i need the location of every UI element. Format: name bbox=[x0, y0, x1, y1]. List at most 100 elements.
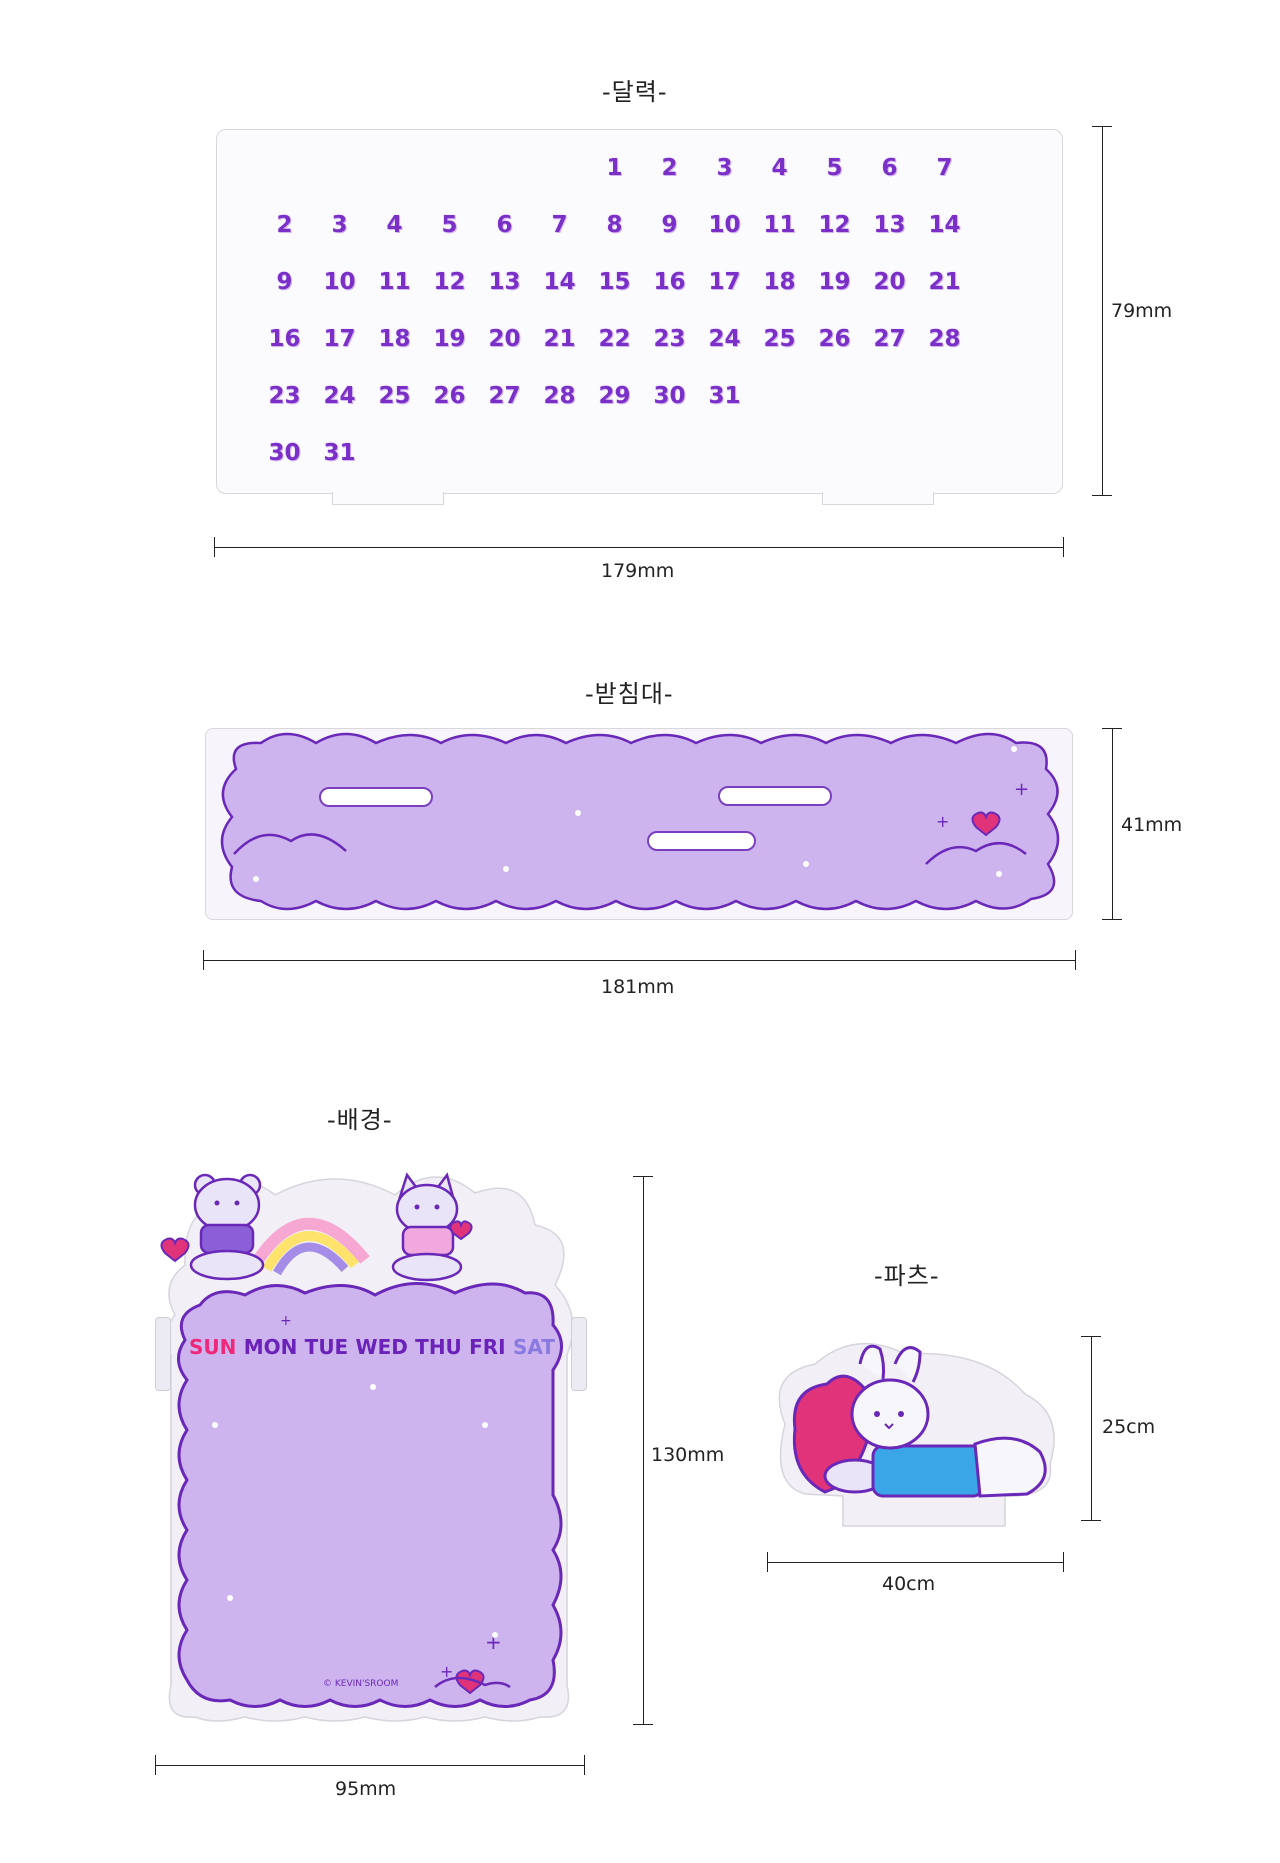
calendar-date-number: 3 bbox=[716, 155, 733, 181]
calendar-date-number bbox=[422, 140, 477, 197]
calendar-date-number: 7 bbox=[936, 155, 953, 181]
background-height-dimension-line bbox=[643, 1176, 644, 1725]
calendar-date-number bbox=[367, 425, 422, 482]
parts-width-tick-right bbox=[1063, 1552, 1064, 1572]
stand-height-label: 41mm bbox=[1121, 814, 1183, 836]
calendar-date-number: 9 bbox=[276, 269, 293, 295]
calendar-date-number: 5 bbox=[826, 155, 843, 181]
parts-height-dimension-line bbox=[1091, 1336, 1092, 1521]
background-heart-icon-left bbox=[160, 1237, 190, 1263]
stand-height-tick-top bbox=[1102, 728, 1122, 729]
calendar-date-number: 19 bbox=[818, 269, 851, 295]
stand-cloud-illustration: + + bbox=[220, 732, 1060, 911]
calendar-date-number: 4 bbox=[771, 155, 788, 181]
bunny-blue-shirt bbox=[871, 1444, 985, 1498]
calendar-date-number: 12 bbox=[818, 212, 851, 238]
calendar-title: -달력- bbox=[602, 78, 668, 106]
calendar-date-number: 6 bbox=[881, 155, 898, 181]
background-height-label: 130mm bbox=[651, 1444, 725, 1466]
calendar-date-number bbox=[752, 368, 807, 425]
background-heart-icon-bottom bbox=[455, 1669, 485, 1695]
calendar-date-number bbox=[312, 140, 367, 197]
parts-acrylic-piece bbox=[765, 1334, 1065, 1534]
rainbow-pink-band bbox=[249, 1217, 370, 1269]
calendar-date-number bbox=[642, 425, 697, 482]
calendar-date-number: 21 bbox=[928, 269, 961, 295]
stand-width-tick-left bbox=[203, 950, 204, 970]
bear-character bbox=[189, 1173, 265, 1281]
stand-heart-icon bbox=[971, 811, 1001, 837]
calendar-date-number: 26 bbox=[433, 383, 466, 409]
calendar-date-number bbox=[367, 140, 422, 197]
calendar-date-number: 30 bbox=[653, 383, 686, 409]
calendar-date-number bbox=[752, 425, 807, 482]
calendar-date-number: 13 bbox=[488, 269, 521, 295]
background-illustration: + + + bbox=[160, 1172, 574, 1722]
calendar-date-number: 11 bbox=[763, 212, 796, 238]
stand-acrylic-panel: + + bbox=[205, 728, 1073, 920]
calendar-tab-left bbox=[332, 492, 444, 505]
calendar-date-number: 22 bbox=[598, 326, 631, 352]
calendar-width-label: 179mm bbox=[601, 560, 675, 582]
calendar-date-number: 25 bbox=[378, 383, 411, 409]
calendar-date-number bbox=[587, 425, 642, 482]
calendar-date-number: 15 bbox=[598, 269, 631, 295]
calendar-width-dimension-line bbox=[214, 547, 1064, 548]
calendar-date-number: 12 bbox=[433, 269, 466, 295]
background-clip-left bbox=[155, 1317, 171, 1391]
calendar-date-number bbox=[972, 368, 1027, 425]
background-height-tick-bottom bbox=[633, 1724, 653, 1725]
calendar-date-number bbox=[972, 425, 1027, 482]
stand-sparkle-icon: + bbox=[1014, 779, 1029, 800]
background-width-tick-left bbox=[155, 1755, 156, 1775]
parts-width-dimension-line bbox=[767, 1562, 1064, 1563]
calendar-date-number: 2 bbox=[276, 212, 293, 238]
calendar-date-number: 23 bbox=[653, 326, 686, 352]
calendar-date-number: 7 bbox=[551, 212, 568, 238]
stand-slot-left bbox=[319, 787, 433, 807]
calendar-height-tick-bottom bbox=[1092, 495, 1112, 496]
calendar-date-number: 9 bbox=[661, 212, 678, 238]
parts-width-label: 40cm bbox=[882, 1573, 936, 1595]
calendar-date-number bbox=[972, 197, 1027, 254]
calendar-date-number: 24 bbox=[323, 383, 356, 409]
weekday-label-wed: WED bbox=[355, 1335, 408, 1359]
calendar-date-number bbox=[532, 425, 587, 482]
calendar-date-number: 23 bbox=[268, 383, 301, 409]
calendar-date-number: 13 bbox=[873, 212, 906, 238]
calendar-date-number bbox=[807, 368, 862, 425]
copyright-text: © KEVIN'SROOM bbox=[323, 1679, 399, 1689]
calendar-date-number bbox=[972, 254, 1027, 311]
calendar-date-number: 14 bbox=[928, 212, 961, 238]
calendar-date-number bbox=[477, 140, 532, 197]
calendar-date-number: 24 bbox=[708, 326, 741, 352]
stand-height-tick-bottom bbox=[1102, 919, 1122, 920]
calendar-date-number: 26 bbox=[818, 326, 851, 352]
calendar-date-number: 10 bbox=[323, 269, 356, 295]
parts-title: -파츠- bbox=[874, 1262, 940, 1290]
calendar-height-tick-top bbox=[1092, 126, 1112, 127]
calendar-width-tick-right bbox=[1063, 537, 1064, 557]
background-sparkle-icon-3: + bbox=[280, 1313, 292, 1329]
calendar-date-number: 27 bbox=[488, 383, 521, 409]
rainbow-yellow-band bbox=[262, 1231, 359, 1272]
calendar-date-number bbox=[862, 425, 917, 482]
calendar-date-number bbox=[862, 368, 917, 425]
calendar-date-number bbox=[257, 140, 312, 197]
calendar-date-number: 8 bbox=[606, 212, 623, 238]
stand-title: -받침대- bbox=[585, 680, 674, 708]
calendar-date-number: 31 bbox=[708, 383, 741, 409]
calendar-date-number: 4 bbox=[386, 212, 403, 238]
calendar-date-number: 19 bbox=[433, 326, 466, 352]
weekday-label-tue: TUE bbox=[304, 1335, 349, 1359]
calendar-date-number bbox=[972, 311, 1027, 368]
calendar-date-number bbox=[972, 140, 1027, 197]
calendar-date-number bbox=[422, 425, 477, 482]
stand-width-tick-right bbox=[1075, 950, 1076, 970]
calendar-date-number bbox=[917, 368, 972, 425]
weekday-label-thu: THU bbox=[415, 1335, 462, 1359]
calendar-date-number bbox=[477, 425, 532, 482]
bunny-character-illustration bbox=[778, 1342, 1055, 1527]
